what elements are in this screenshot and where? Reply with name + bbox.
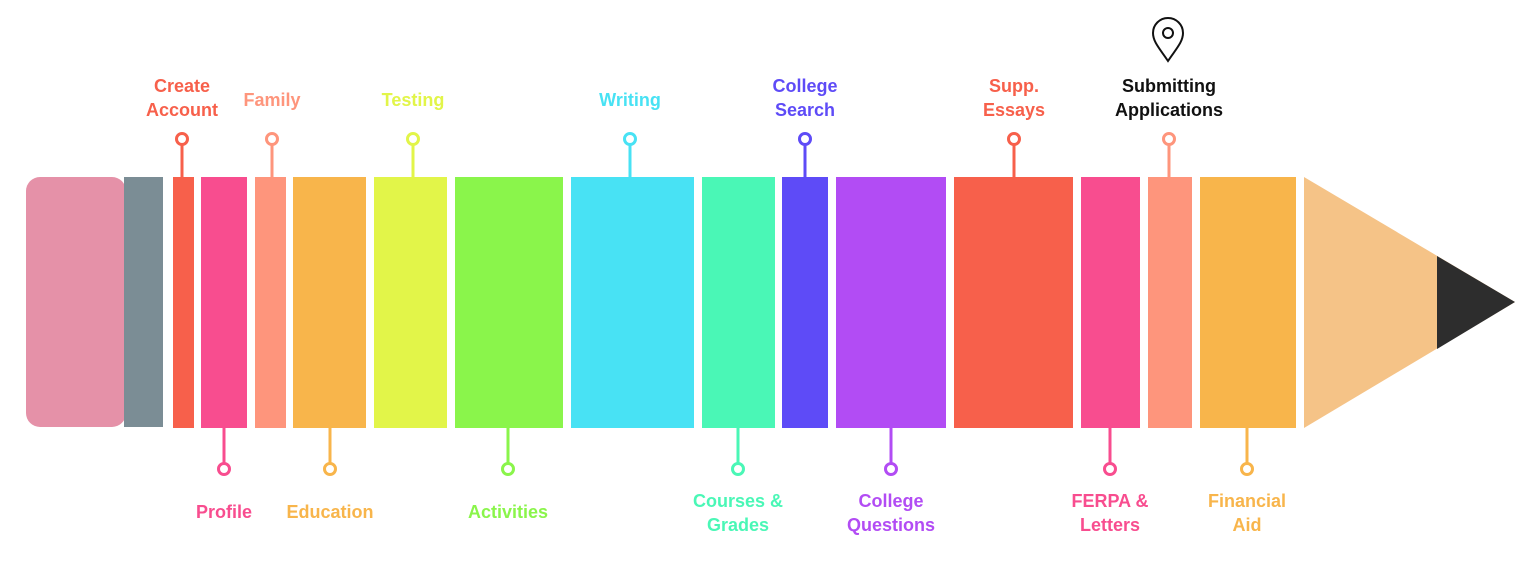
connector-dot (501, 462, 515, 476)
connector-dot (406, 132, 420, 146)
connector-dot (1240, 462, 1254, 476)
segment-ferpa-letters (1081, 177, 1140, 428)
step-label-activities: Activities (468, 502, 548, 522)
step-label-courses-grades: Courses & (693, 491, 783, 511)
connector-dot (175, 132, 189, 146)
connector-dot (265, 132, 279, 146)
segment-profile (201, 177, 247, 428)
step-label-profile: Profile (196, 502, 252, 522)
step-label-courses-grades: Grades (707, 515, 769, 535)
map-pin-icon (1151, 17, 1185, 63)
pencil-ferrule (124, 177, 163, 427)
step-label-supp-essays: Essays (983, 100, 1045, 120)
step-label-college-questions: Questions (847, 515, 935, 535)
step-label-submitting-applications: Applications (1115, 100, 1223, 120)
step-label-testing: Testing (382, 90, 445, 110)
step-label-submitting-applications: Submitting (1122, 76, 1216, 96)
segment-supp-essays (954, 177, 1073, 428)
segment-writing (571, 177, 694, 428)
segment-education (293, 177, 366, 428)
step-label-college-questions: College (858, 491, 923, 511)
step-label-college-search: College (772, 76, 837, 96)
segment-financial-aid (1200, 177, 1296, 428)
step-label-family: Family (243, 90, 300, 110)
step-label-writing: Writing (599, 90, 661, 110)
pencil-tip (1437, 256, 1515, 349)
connector-dot (884, 462, 898, 476)
connector-dot (323, 462, 337, 476)
segment-family (255, 177, 286, 428)
connector-dot (1007, 132, 1021, 146)
connector-dot (1162, 132, 1176, 146)
step-label-supp-essays: Supp. (989, 76, 1039, 96)
segment-testing (374, 177, 447, 428)
step-label-create-account: Create (154, 76, 210, 96)
segment-activities (455, 177, 563, 428)
segment-college-search (782, 177, 828, 428)
segment-submitting-applications (1148, 177, 1192, 428)
segment-college-questions (836, 177, 946, 428)
step-label-financial-aid: Aid (1233, 515, 1262, 535)
connector-dot (731, 462, 745, 476)
step-label-create-account: Account (146, 100, 218, 120)
step-label-financial-aid: Financial (1208, 491, 1286, 511)
segment-create-account (173, 177, 194, 428)
connector-dot (1103, 462, 1117, 476)
pencil-segments (173, 177, 1296, 428)
connector-dot (623, 132, 637, 146)
pencil-cone (1304, 177, 1515, 428)
segment-courses-grades (702, 177, 775, 428)
pencil-eraser (26, 177, 126, 427)
step-label-ferpa-letters: Letters (1080, 515, 1140, 535)
step-label-college-search: Search (775, 100, 835, 120)
connector-dot (798, 132, 812, 146)
step-label-education: Education (286, 502, 373, 522)
step-label-ferpa-letters: FERPA & (1071, 491, 1148, 511)
connector-dot (217, 462, 231, 476)
